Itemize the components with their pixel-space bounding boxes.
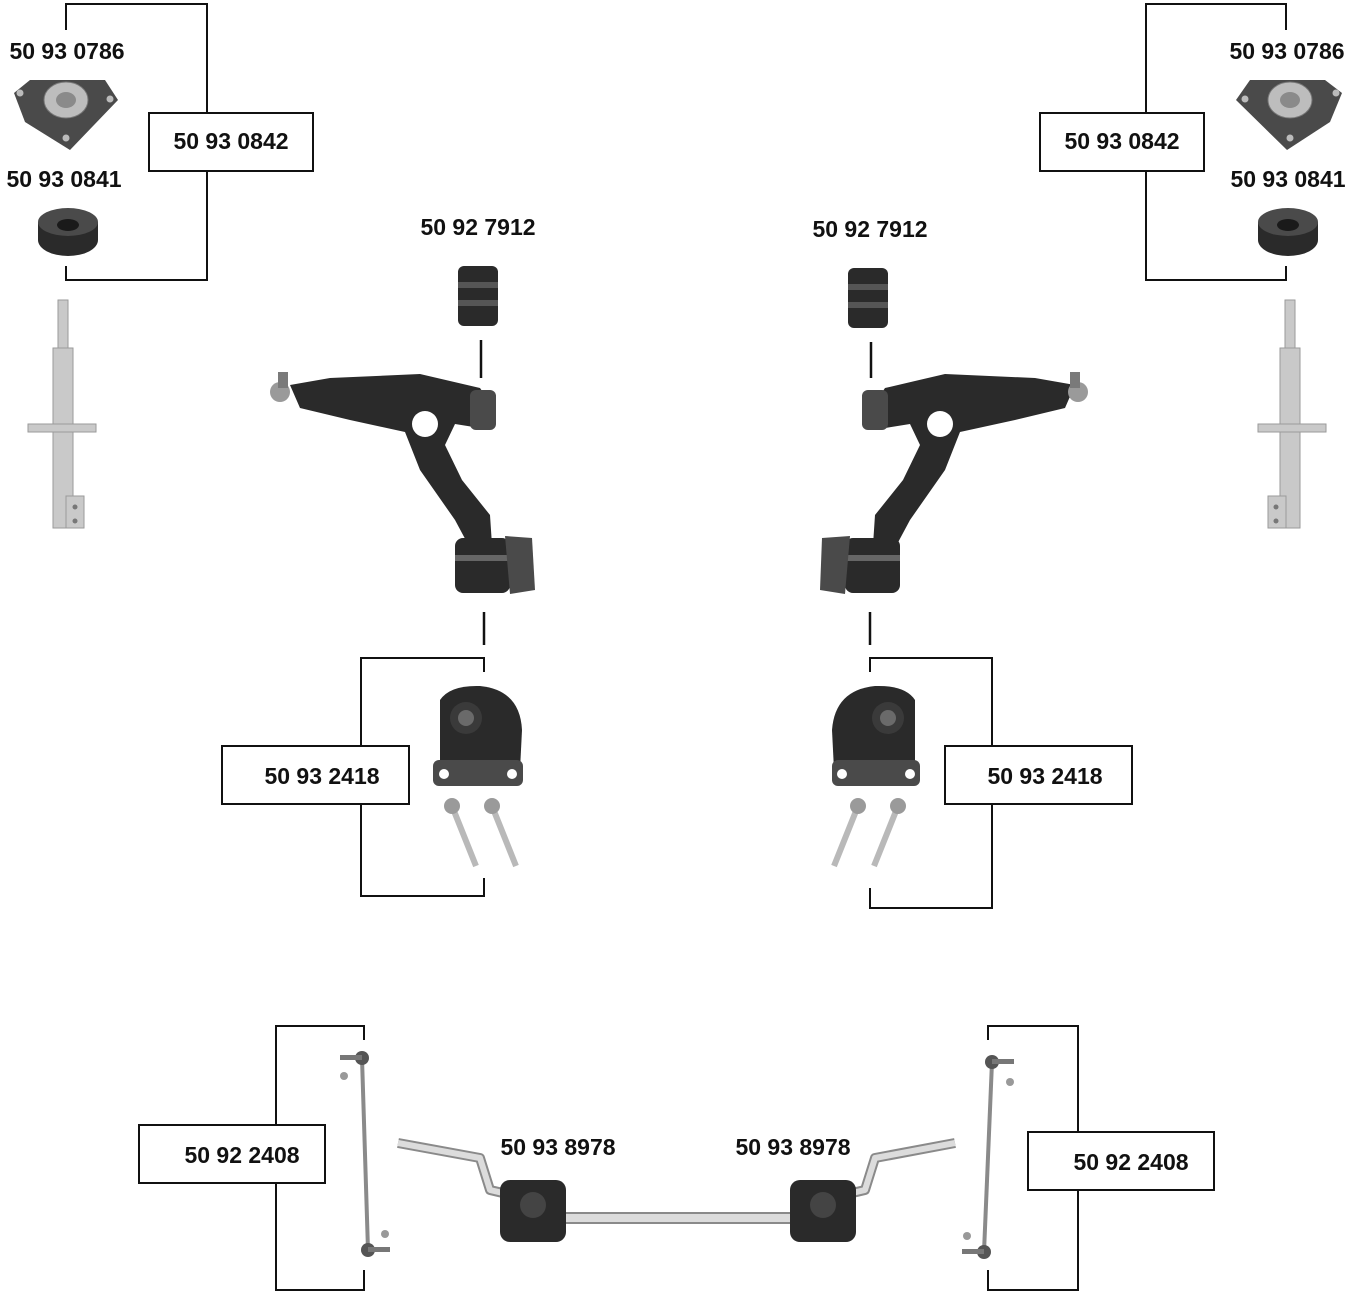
stabiliser-bar-image	[398, 1143, 955, 1218]
stabiliser-bar-group: 50 92 2408 50 93 8978 50 93 8978	[139, 1026, 1214, 1290]
top-right-strut-group: 50 93 0842 50 93 0786 50 93 0841	[1040, 4, 1346, 528]
rear-bush-kit-label-right: 50 93 2418	[987, 763, 1102, 789]
stab-bush-image-left	[500, 1180, 566, 1242]
rear-bush-kit-label-left: 50 93 2418	[264, 763, 379, 789]
stab-bush-image-right	[790, 1180, 856, 1242]
top-left-strut-group: 50 93 0842 50 93 0786 50 93 0841	[6, 4, 313, 528]
front-bush-label-left: 50 92 7912	[420, 214, 535, 240]
drop-link-label-left: 50 92 2408	[184, 1142, 299, 1168]
control-arm-image-left	[270, 372, 535, 594]
control-arm-image-right	[820, 372, 1088, 594]
top-mount-label-left: 50 93 0786	[9, 38, 124, 64]
rear-bush-image-left	[433, 686, 523, 866]
drop-link-image-left	[340, 1051, 390, 1257]
left-control-arm-group: 50 92 7912 50 93 2418	[222, 214, 536, 896]
top-mount-image-right	[1236, 80, 1342, 150]
bearing-image-left	[38, 208, 98, 256]
shock-absorber-image-left	[28, 300, 96, 528]
shock-absorber-image-right	[1258, 300, 1326, 528]
top-mount-image-left	[14, 80, 118, 150]
drop-link-image-right	[962, 1055, 1014, 1259]
drop-link-label-right: 50 92 2408	[1073, 1149, 1188, 1175]
top-mount-label-right: 50 93 0786	[1229, 38, 1344, 64]
bearing-label-left: 50 93 0841	[6, 166, 121, 192]
kit-label-top-right: 50 93 0842	[1064, 128, 1179, 154]
stab-bush-label-left: 50 93 8978	[500, 1134, 615, 1160]
stab-bush-label-right: 50 93 8978	[735, 1134, 850, 1160]
rear-bush-image-right	[832, 686, 920, 866]
bearing-label-right: 50 93 0841	[1230, 166, 1345, 192]
front-bush-image-left	[458, 266, 498, 326]
right-control-arm-group: 50 92 7912 50 93 2418	[812, 216, 1132, 908]
front-bush-label-right: 50 92 7912	[812, 216, 927, 242]
front-bush-image-right	[848, 268, 888, 328]
kit-label-top-left: 50 93 0842	[173, 128, 288, 154]
bearing-image-right	[1258, 208, 1318, 256]
